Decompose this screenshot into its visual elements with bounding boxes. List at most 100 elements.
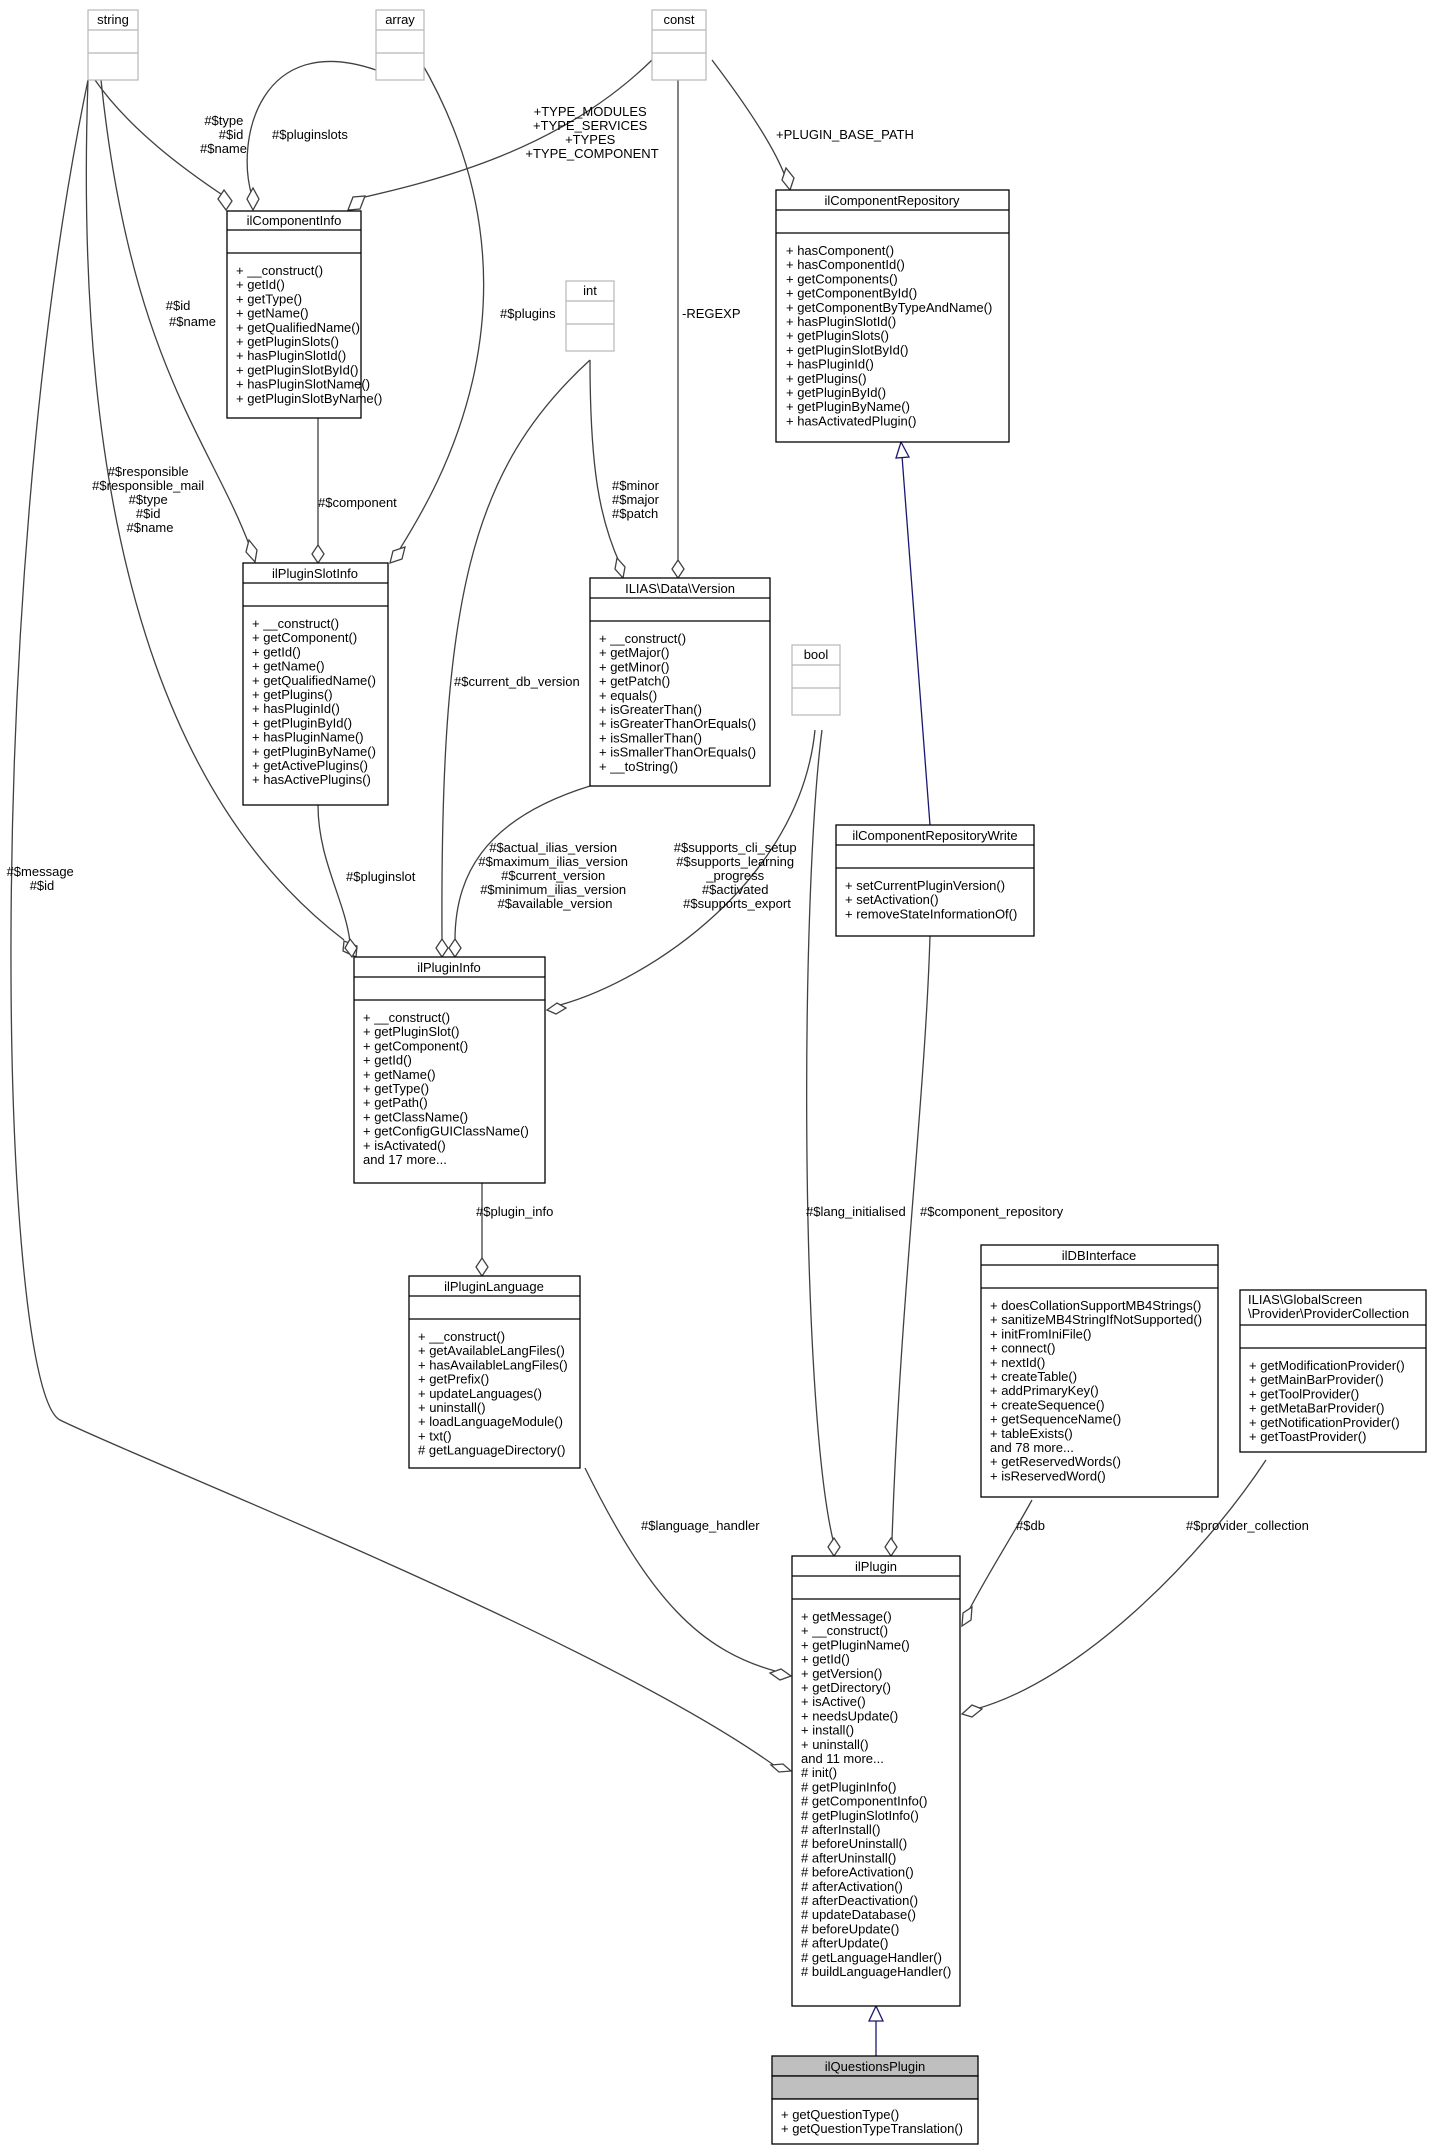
class-member: + hasPluginId() <box>786 357 874 372</box>
aggregation-diamond <box>614 556 626 580</box>
class-member: + getToastProvider() <box>1249 1429 1366 1444</box>
class-member: + getPluginSlot() <box>363 1024 459 1039</box>
class-ilpluginslotinfo: ilPluginSlotInfo + __construct()+ getCom… <box>242 562 389 806</box>
class-member: + getName() <box>363 1067 436 1082</box>
edge-array-componentinfo <box>246 60 377 197</box>
class-member: # afterInstall() <box>801 1822 880 1837</box>
aggregation-diamond <box>769 1763 793 1773</box>
class-member: + txt() <box>418 1428 452 1443</box>
class-member: + hasPluginSlotId() <box>236 348 346 363</box>
class-member: + getComponents() <box>786 271 898 286</box>
aggregation-diamond <box>347 195 366 211</box>
class-int: int <box>565 280 615 352</box>
class-title: ilPluginLanguage <box>444 1279 544 1294</box>
aggregation-diamond <box>768 1668 793 1681</box>
aggregation-diamond <box>884 1536 898 1558</box>
class-title: ilPluginInfo <box>417 960 481 975</box>
class-member: # getLanguageHandler() <box>801 1950 942 1965</box>
edge-label-provider-plugin: #$provider_collection <box>1186 1518 1309 1533</box>
class-member: + getQualifiedName() <box>252 673 376 688</box>
aggregation-diamond <box>448 937 462 959</box>
edge-label-int-plugininfo: #$current_db_version <box>454 674 580 689</box>
aggregation-diamond <box>344 937 358 959</box>
class-member: # getLanguageDirectory() <box>418 1443 565 1458</box>
class-member: and 78 more... <box>990 1440 1074 1455</box>
edge-label-string-plugininfo: #$responsible #$responsible_mail #$type … <box>92 464 208 535</box>
class-member: + uninstall() <box>418 1400 486 1415</box>
class-member: + hasPluginSlotId() <box>786 314 896 329</box>
class-member: + createTable() <box>990 1369 1077 1384</box>
class-member: + getPlugins() <box>786 371 867 386</box>
edge-string-componentinfo <box>94 79 225 197</box>
edge-bool-plugin <box>806 729 834 1541</box>
class-member: + getToolProvider() <box>1249 1386 1359 1401</box>
edge-string-plugininfo <box>85 79 345 941</box>
class-ilcomponentrepositorywrite: ilComponentRepositoryWrite + setCurrentP… <box>835 824 1035 937</box>
class-member: + addPrimaryKey() <box>990 1383 1099 1398</box>
class-title: ilQuestionsPlugin <box>825 2059 925 2074</box>
edge-label-string-componentinfo: #$type #$id #$name <box>200 113 247 156</box>
class-member: + updateLanguages() <box>418 1386 542 1401</box>
class-member: + getPatch() <box>599 674 670 689</box>
class-title: ilComponentRepository <box>824 193 960 208</box>
member-list: + setCurrentPluginVersion()+ setActivati… <box>845 878 1017 921</box>
class-title: array <box>385 12 415 27</box>
edge-label-slotinfo-plugininfo: #$pluginslot <box>346 869 416 884</box>
edge-label-language-plugin: #$language_handler <box>641 1518 760 1533</box>
aggregation-diamond <box>781 166 795 192</box>
edge-repowrite-plugin <box>891 935 931 1541</box>
edge-label-string-plugin: #$message #$id <box>7 864 78 893</box>
class-member: + getId() <box>801 1652 850 1667</box>
class-string: string <box>87 9 139 81</box>
inheritance-triangle <box>895 440 911 459</box>
member-list: + __construct()+ getAvailableLangFiles()… <box>418 1329 568 1458</box>
class-member: + hasPluginSlotName() <box>236 377 370 392</box>
edge-language-plugin <box>584 1467 776 1672</box>
class-ilquestionsplugin: ilQuestionsPlugin + getQuestionType()+ g… <box>771 2055 979 2145</box>
class-member: + getReservedWords() <box>990 1454 1121 1469</box>
class-member: + createSequence() <box>990 1397 1105 1412</box>
class-member: + getPrefix() <box>418 1372 489 1387</box>
member-list: + getQuestionType()+ getQuestionTypeTran… <box>781 2107 963 2136</box>
class-member: # getPluginSlotInfo() <box>801 1808 919 1823</box>
aggregation-diamond <box>246 186 260 212</box>
class-member: + getId() <box>252 644 301 659</box>
class-title: ilComponentRepositoryWrite <box>852 828 1017 843</box>
member-list: + __construct()+ getMajor()+ getMinor()+… <box>599 631 756 774</box>
class-member: # afterUninstall() <box>801 1850 896 1865</box>
class-member: + getVersion() <box>801 1666 882 1681</box>
class-const: const <box>651 9 707 81</box>
class-member: + hasActivePlugins() <box>252 772 371 787</box>
class-member: + __construct() <box>801 1623 888 1638</box>
class-member: + getMetaBarProvider() <box>1249 1401 1384 1416</box>
class-member: + hasActivatedPlugin() <box>786 413 916 428</box>
class-title: bool <box>804 647 829 662</box>
class-member: + isGreaterThan() <box>599 702 702 717</box>
edge-label-repowrite-plugin: #$component_repository <box>920 1204 1064 1219</box>
edge-label-const-repository: +PLUGIN_BASE_PATH <box>776 127 914 142</box>
class-member: + getClassName() <box>363 1109 468 1124</box>
class-ilcomponentrepository: ilComponentRepository + hasComponent()+ … <box>775 189 1010 443</box>
class-member: + getNotificationProvider() <box>1249 1415 1400 1430</box>
member-list: + getModificationProvider()+ getMainBarP… <box>1249 1358 1405 1444</box>
class-member: + hasComponentId() <box>786 257 905 272</box>
class-title: int <box>583 283 597 298</box>
class-member: + nextId() <box>990 1355 1045 1370</box>
class-member: + isGreaterThanOrEquals() <box>599 716 756 731</box>
aggregation-diamond <box>311 543 325 565</box>
class-member: + getAvailableLangFiles() <box>418 1343 565 1358</box>
class-member: + isActivated() <box>363 1138 446 1153</box>
edge-slotinfo-plugininfo <box>317 804 351 943</box>
class-member: + isReservedWord() <box>990 1468 1106 1483</box>
class-member: # afterActivation() <box>801 1879 903 1894</box>
class-member: + getComponent() <box>252 630 357 645</box>
class-ilpluginlanguage: ilPluginLanguage + __construct()+ getAva… <box>408 1275 581 1469</box>
class-bool: bool <box>791 644 841 716</box>
class-ildbinterface: ilDBInterface + doesCollationSupportMB4S… <box>980 1244 1219 1498</box>
class-member: + getMainBarProvider() <box>1249 1372 1384 1387</box>
edge-repowrite-repository <box>901 455 931 826</box>
class-providercollection: ILIAS\GlobalScreen \Provider\ProviderCol… <box>1239 1289 1427 1453</box>
class-title: ilDBInterface <box>1062 1248 1136 1263</box>
member-list: + __construct()+ getPluginSlot()+ getCom… <box>363 1010 529 1167</box>
